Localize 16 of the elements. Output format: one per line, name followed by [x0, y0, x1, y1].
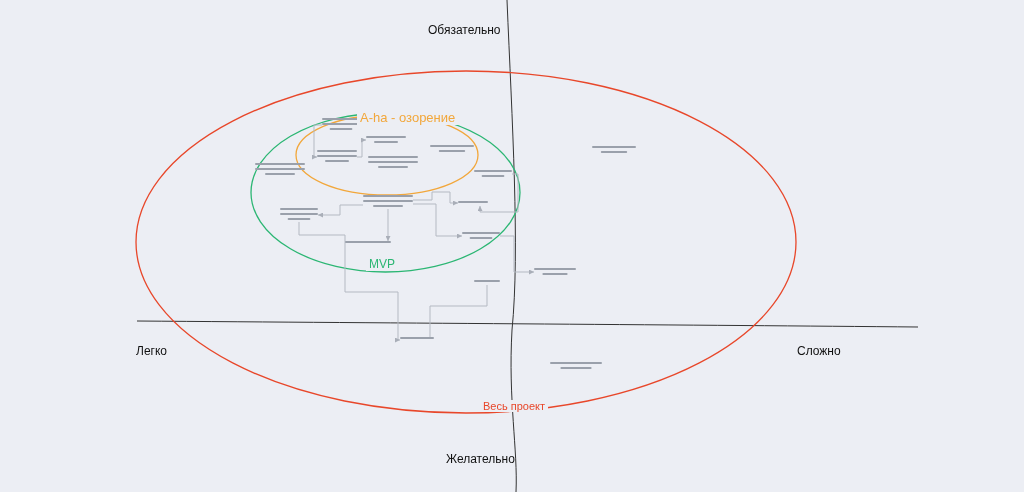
- axis-label: Сложно: [797, 344, 841, 358]
- connector-arrow: [412, 203, 463, 239]
- connector-arrow: [356, 137, 367, 158]
- group-title: Весь проект: [480, 400, 549, 413]
- connector-arrow: [312, 124, 323, 160]
- connector-arrow: [317, 204, 364, 218]
- axis-label: Желательно: [446, 452, 515, 466]
- connector-arrow: [385, 208, 391, 242]
- group-title: A-ha - озорение: [357, 111, 459, 126]
- group-title: MVP: [366, 258, 398, 272]
- connector-arrow: [499, 235, 535, 275]
- connector-arrow: [477, 173, 519, 213]
- connector-arrow: [298, 221, 401, 343]
- axis-label: Обязательно: [428, 23, 501, 37]
- connector-arrow: [412, 191, 459, 206]
- axis-label: Легко: [136, 344, 167, 358]
